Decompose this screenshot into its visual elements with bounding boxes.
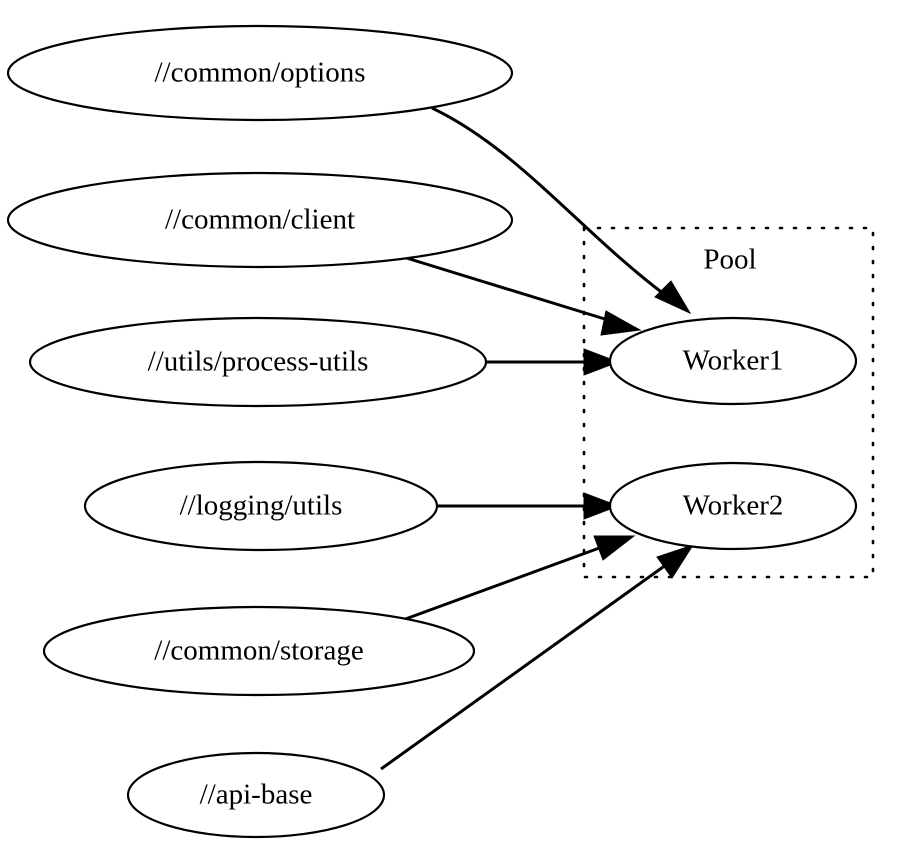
node-shape (6, 171, 514, 269)
node-label: //api-base (200, 779, 313, 811)
cluster-pool: Pool (582, 226, 875, 579)
node-label: Worker2 (683, 490, 784, 522)
node-label: Worker1 (683, 345, 784, 377)
arrowhead-icon (600, 310, 642, 336)
cluster-pool-label: Pool (703, 244, 756, 276)
node-shape (42, 605, 476, 697)
node-common-client[interactable]: //common/client (6, 171, 514, 269)
nodes-layer: //common/options //common/client //utils… (6, 24, 858, 839)
arrowhead-icon (654, 280, 692, 315)
node-common-options[interactable]: //common/options (6, 24, 514, 122)
edge-client-to-worker1[interactable] (399, 254, 642, 336)
node-shape (6, 24, 514, 122)
node-shape (608, 461, 858, 551)
edge-line (399, 545, 603, 623)
edge-options-to-worker1[interactable] (431, 106, 692, 315)
node-label: //common/client (165, 204, 355, 236)
edge-api-base-to-worker2[interactable] (380, 544, 695, 771)
node-shape (608, 316, 858, 406)
node-shape (28, 316, 488, 408)
node-label: //utils/process-utils (148, 346, 369, 378)
arrowhead-icon (583, 348, 620, 376)
arrowhead-icon (656, 544, 695, 579)
edges-layer (380, 106, 695, 771)
node-common-storage[interactable]: //common/storage (42, 605, 476, 697)
edge-process-utils-to-worker1[interactable] (487, 348, 620, 376)
node-shape (83, 460, 439, 552)
cluster-pool-border (582, 226, 875, 579)
edge-line (399, 254, 609, 322)
node-utils-process-utils[interactable]: //utils/process-utils (28, 316, 488, 408)
node-logging-utils[interactable]: //logging/utils (83, 460, 439, 552)
edge-line (431, 106, 673, 302)
edge-line (380, 560, 671, 771)
node-label: //common/storage (154, 635, 363, 667)
node-shape (126, 751, 386, 839)
node-worker1[interactable]: Worker1 (608, 316, 858, 406)
node-worker2[interactable]: Worker2 (608, 461, 858, 551)
node-label: //common/options (154, 57, 365, 89)
arrowhead-icon (583, 492, 620, 520)
edge-storage-to-worker2[interactable] (399, 535, 636, 623)
edge-logging-utils-to-worker2[interactable] (438, 492, 620, 520)
node-api-base[interactable]: //api-base (126, 751, 386, 839)
arrowhead-icon (593, 535, 636, 561)
node-label: //logging/utils (180, 490, 343, 522)
